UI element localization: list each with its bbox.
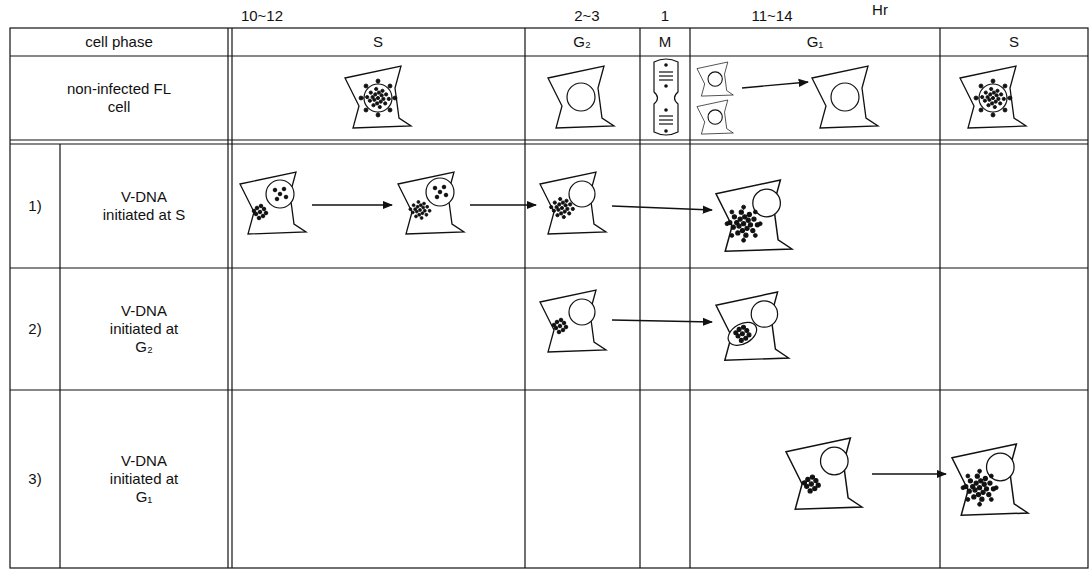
- table-grid: [10, 28, 1088, 568]
- row3-cells: [786, 438, 1028, 515]
- phase-header: G₁: [775, 33, 855, 51]
- phase-header: S: [974, 33, 1054, 51]
- column-heading: cell phase: [19, 33, 219, 51]
- time-label: 11~14: [737, 7, 807, 25]
- row-label: non-infected FL cell: [64, 80, 174, 116]
- non-infected-cells: [345, 59, 1026, 135]
- phase-header: M: [643, 33, 687, 51]
- row-label: V-DNA initiated at G₂: [101, 302, 187, 356]
- row1-cells: [240, 172, 792, 251]
- row-label: V-DNA initiated at S: [101, 188, 187, 224]
- row2-cells: [540, 290, 789, 360]
- time-label: 10~12: [227, 7, 297, 25]
- phase-header: S: [338, 33, 418, 51]
- row-label: V-DNA initiated at G₁: [101, 452, 187, 506]
- row-number: 3): [13, 470, 57, 488]
- row-number: 1): [13, 197, 57, 215]
- time-label: 1: [653, 7, 677, 25]
- row-number: 2): [13, 320, 57, 338]
- phase-header: G₂: [542, 33, 622, 51]
- time-unit: Hr: [862, 1, 898, 19]
- time-label: 2~3: [562, 7, 612, 25]
